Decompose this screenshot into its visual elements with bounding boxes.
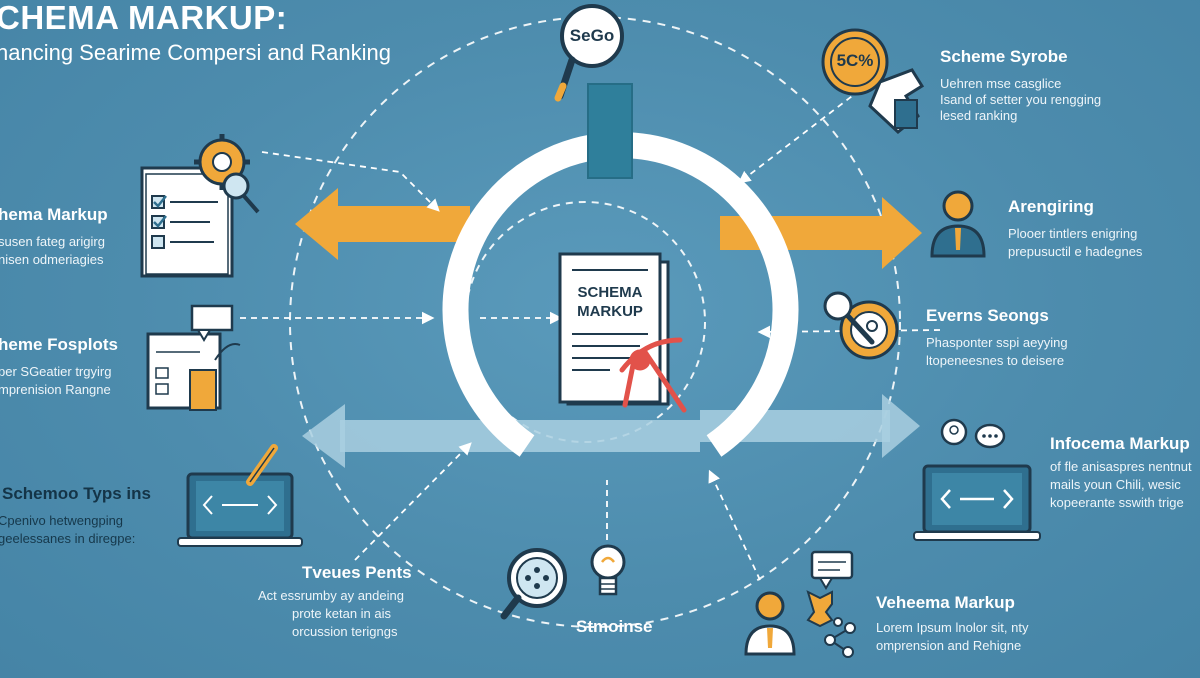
document-chart-icon: [146, 304, 241, 411]
document-title-line1: SCHEMA: [577, 284, 643, 301]
right-block-desc-line: of fle anisaspres nentnut: [1050, 459, 1192, 474]
left-block-desc-line: geelessanes in diregpe:: [0, 531, 136, 546]
bottom-block-desc-line: orcussion terigngs: [292, 624, 398, 639]
schema-document-icon: [558, 252, 670, 406]
bottom-block-desc-line: prote ketan in ais: [292, 606, 392, 621]
right-block-desc-line: Phasponter sspi aeyying: [926, 335, 1068, 350]
right-block-desc-line: Plooer tintlers enigring: [1008, 226, 1138, 241]
left-block-desc-line: nisen odmeriagies: [0, 252, 104, 267]
user-puzzle-icon: [744, 550, 856, 658]
left-block-title: hema Markup: [0, 205, 108, 224]
left-block-desc-line: Cpenivo hetwengping: [0, 513, 124, 528]
outer-dashed-orbit: [289, 16, 901, 628]
page-subtitle: hancing Searime Compersi and Ranking: [0, 40, 391, 65]
right-block-desc-line: Isand of setter you rengging: [940, 92, 1102, 107]
bottom-block-title: Vehеema Markup: [876, 593, 1015, 612]
page-title: CHEMA MARKUP:: [0, 0, 288, 36]
left-orange-arrow: [295, 188, 470, 260]
lightbulb-icon: [590, 544, 626, 596]
right-block-desc-line: mails youn Chili, wesic: [1050, 477, 1181, 492]
checklist-icon: [151, 195, 218, 249]
left-block-title: heme Fosplots: [0, 335, 118, 354]
right-block-desc-line: prepusuctil e hadegnes: [1008, 244, 1143, 259]
bottom-block-desc-line: Lorem Ipsum lnolor sit, nty: [876, 620, 1029, 635]
percent-label: 5C%: [836, 51, 874, 70]
laptop-code-icon: [177, 472, 303, 547]
right-block-desc-line: lesed ranking: [940, 108, 1018, 123]
left-block-desc-line: susen fateg arigirg: [0, 234, 105, 249]
bottom-block-desc-line: omprension and Rehigne: [876, 638, 1022, 653]
hand-icon: [868, 68, 925, 134]
percent-badge-icon: [821, 28, 889, 96]
bottom-block-title: Tveues Pents: [302, 563, 412, 582]
tool-icon: [619, 337, 687, 413]
right-block-desc-line: Uehren mse casglice: [940, 76, 1062, 91]
search-person-icon: [823, 291, 899, 360]
left-block-desc-line: per SGeatier trgyirg: [0, 364, 112, 379]
search-nodes-icon: [500, 548, 567, 620]
right-block-title: Arengiring: [1008, 197, 1094, 216]
bottom-block-desc-line: Act essrumby ay andeing: [258, 588, 404, 603]
right-block-title: Infocema Markup: [1050, 434, 1190, 453]
laptop-code-icon-right: [913, 464, 1041, 541]
document-title-line2: MARKUP: [577, 303, 643, 320]
teal-pillar: [588, 84, 632, 178]
chat-bubble-icon: [940, 418, 1006, 449]
right-block-title: Scheme Syrobe: [940, 47, 1068, 66]
left-block-desc-line: mprenision Rangne: [0, 382, 111, 397]
right-block-desc-line: ltopeneesnes to deisere: [926, 353, 1065, 368]
magnifier-label: SeGo: [569, 26, 615, 45]
magnifier-icon: [554, 4, 624, 102]
bottom-block-title: Stmoinse: [576, 617, 653, 636]
right-block-title: Everns Seongs: [926, 306, 1049, 325]
pencil-icon: [246, 444, 278, 486]
left-block-title: Schemoo Typs ins: [2, 484, 151, 503]
right-block-desc-line: kopeerante sswith trige: [1050, 495, 1184, 510]
person-icon: [930, 190, 986, 258]
